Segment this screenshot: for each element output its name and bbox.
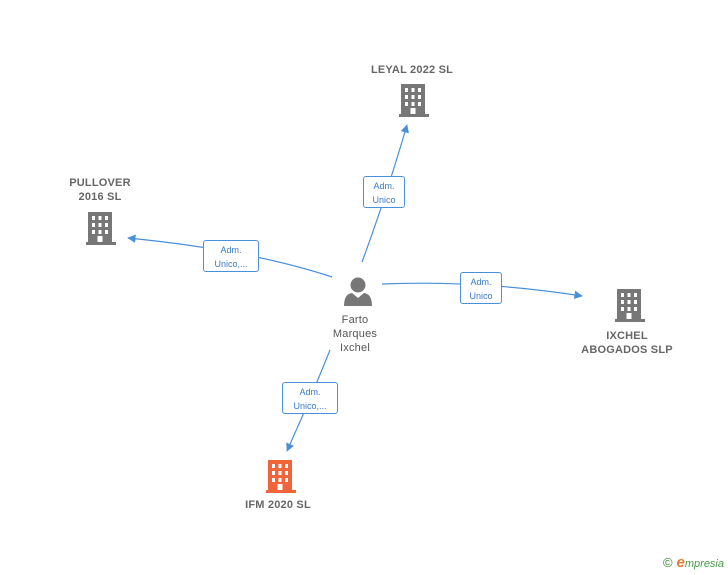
building-icon[interactable] xyxy=(399,84,429,117)
edge-label-to-ixchel: Adm. Unico xyxy=(460,272,502,304)
node-label-ifm[interactable]: IFM 2020 SL xyxy=(245,499,311,511)
brand-name: mpresia xyxy=(684,558,724,570)
node-label-pullover[interactable]: PULLOVER 2016 SL xyxy=(69,177,131,203)
node-label-ixchel[interactable]: IXCHEL ABOGADOS SLP xyxy=(581,330,673,356)
node-label-person[interactable]: Farto Marques Ixchel xyxy=(332,314,378,354)
building-icon[interactable] xyxy=(86,212,116,245)
building-icon[interactable] xyxy=(615,289,645,322)
edge-label-to-leyal: Adm. Unico xyxy=(363,176,405,208)
node-label-leyal[interactable]: LEYAL 2022 SL xyxy=(370,64,454,76)
copyright-symbol: © xyxy=(662,555,673,570)
brand-initial: e xyxy=(676,554,685,571)
edge-label-to-pullover: Adm. Unico,... xyxy=(203,240,259,272)
building-icon[interactable] xyxy=(266,460,296,493)
edge-label-to-ifm: Adm. Unico,... xyxy=(282,382,338,414)
brand-logo: © empresia xyxy=(663,554,724,571)
person-icon[interactable] xyxy=(344,277,372,307)
